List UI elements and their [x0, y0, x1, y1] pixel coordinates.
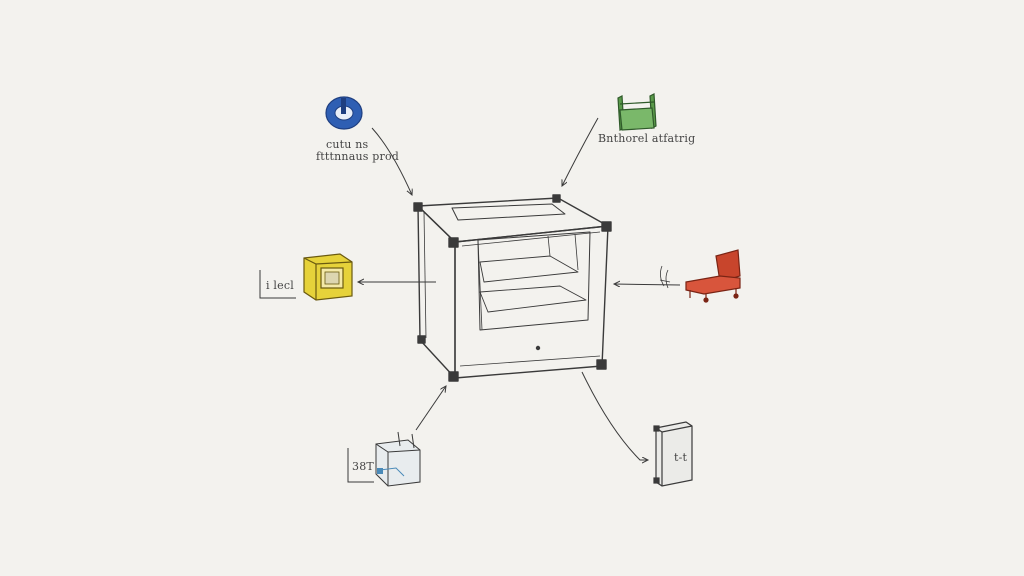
arrow-top-right [562, 117, 599, 186]
glass-cube-icon [375, 431, 421, 487]
tall-box-icon [653, 421, 693, 487]
arrow-bottom-left [415, 386, 446, 431]
arrow-top-left [371, 127, 412, 195]
bottom-left-label-box [347, 448, 374, 483]
red-chair-icon [685, 249, 741, 303]
arrow-bottom-right [581, 371, 648, 460]
top-left-label-line2: ftttnnaus prod [316, 150, 400, 163]
left-box-label: i lecl [266, 279, 294, 292]
top-left-label-line1: cutu ns [326, 138, 369, 151]
arrow-right [614, 284, 681, 285]
blue-disc-nozzle-icon [325, 96, 363, 130]
printer-frame-icon [413, 194, 612, 382]
left-label-box [259, 270, 296, 299]
bottom-right-label: t-t [674, 451, 688, 464]
top-right-label: Bnthorel atfatrig [598, 132, 696, 145]
yellow-cube-icon [303, 253, 353, 301]
bottom-left-box-label: 38T [352, 460, 374, 473]
motion-lines [659, 265, 671, 289]
green-bracket-icon [617, 93, 657, 131]
